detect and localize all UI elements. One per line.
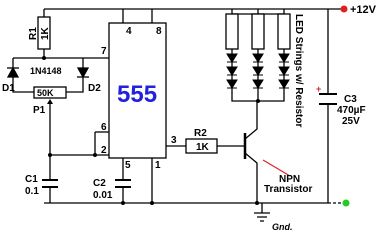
ic-pin-2: 2	[101, 145, 107, 156]
capacitor-c3	[319, 93, 337, 105]
ic-pin-6: 6	[101, 122, 107, 133]
c3-value-label: 470µF	[337, 105, 366, 116]
led-string-resistor-3	[277, 13, 291, 50]
potentiometer-p1	[33, 86, 67, 99]
resistor-r2	[185, 138, 218, 154]
transistor-collector	[244, 101, 258, 140]
ic-pin-1: 1	[155, 160, 161, 171]
led-string-1	[226, 53, 238, 89]
ic-555-body	[108, 22, 167, 159]
led-string-resistor-1	[225, 13, 239, 50]
capacitor-c1	[42, 179, 58, 188]
npn-pointer-line	[262, 159, 291, 177]
p1-value-label: 50K	[37, 88, 54, 98]
c3-voltage-label: 25V	[342, 116, 360, 127]
ic-pin-5: 5	[125, 160, 131, 171]
c2-ref-label: C2	[93, 178, 106, 189]
ground-symbol	[254, 212, 270, 222]
potentiometer-wiper-arrow	[47, 99, 53, 104]
c2-value-label: 0.01	[93, 190, 113, 201]
junction-dot	[150, 201, 154, 205]
junction-dot	[256, 99, 260, 103]
supply-terminal	[340, 5, 348, 13]
led-string-3	[278, 53, 290, 89]
ground-terminal	[342, 199, 350, 207]
c1-value-label: 0.1	[25, 186, 39, 197]
r2-ref-label: R2	[194, 128, 207, 139]
diode-d2	[76, 67, 90, 79]
ic-pin-7: 7	[101, 46, 107, 57]
wire-d2-right	[66, 58, 84, 93]
led-string-resistor-2	[251, 13, 265, 50]
capacitor-c2	[115, 179, 131, 188]
resistor-r1	[37, 16, 51, 50]
diode-type-label: 1N4148	[30, 66, 62, 76]
r1-value-label: 1K	[40, 26, 51, 40]
p1-ref-label: P1	[33, 105, 46, 116]
led-string-2	[252, 53, 264, 89]
c1-ref-label: C1	[25, 174, 38, 185]
junction-dot	[42, 56, 46, 60]
ic-pin-8: 8	[156, 26, 162, 37]
junction-dot	[121, 201, 125, 205]
junction-dot	[48, 153, 52, 157]
diode-d1	[6, 66, 20, 78]
r1-ref-label: R1	[28, 27, 39, 40]
ground-label: Gnd.	[272, 222, 293, 232]
junction-dot	[93, 153, 97, 157]
wire-led-top	[231, 9, 285, 14]
r2-value-label: 1K	[196, 142, 210, 153]
transistor-label: Transistor	[264, 184, 312, 195]
c3-ref-label: C3	[344, 94, 357, 105]
transistor-type-label: NPN	[279, 174, 300, 185]
d1-ref-label: D1	[2, 83, 15, 94]
wire-r1-bottom	[43, 49, 109, 59]
junction-dot	[255, 201, 259, 205]
ic-pin-4: 4	[126, 26, 132, 37]
capacitor-c3-polarity-mark: +	[316, 84, 321, 94]
ic-555-label: 555	[117, 81, 157, 108]
led-strings-title: LED Strings w/ Resistor	[293, 14, 304, 127]
d2-ref-label: D2	[88, 83, 101, 94]
ic-pin-3: 3	[171, 135, 177, 146]
supply-label: +12V	[350, 4, 377, 16]
transistor-emitter	[244, 152, 258, 203]
